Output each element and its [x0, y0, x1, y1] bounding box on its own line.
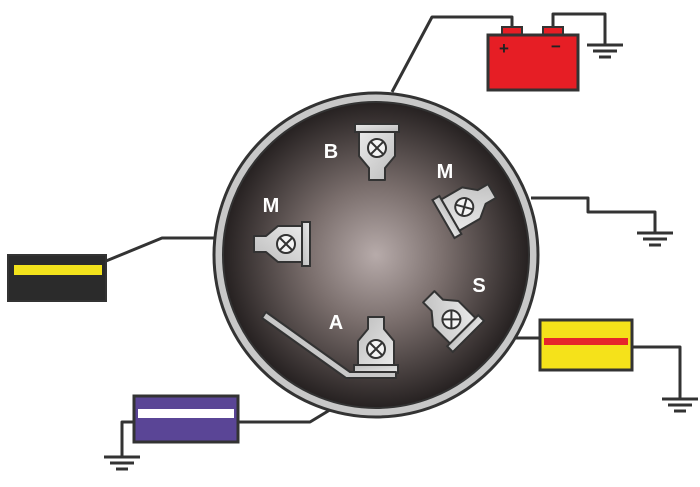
yellow-lead — [538, 318, 634, 372]
m-ground-icon — [635, 231, 675, 247]
battery: + − — [486, 26, 580, 92]
battery-positive-symbol: + — [499, 39, 509, 58]
ground-strap — [261, 311, 397, 379]
purple-ground-icon — [102, 455, 142, 471]
purple-lead — [132, 394, 240, 444]
label-terminal-a: A — [329, 312, 343, 334]
label-terminal-b: B — [324, 141, 338, 163]
purple-ground-wire — [120, 420, 134, 456]
label-terminal-m-right: M — [437, 161, 454, 183]
battery-negative-wire — [551, 12, 607, 44]
battery-positive-wire — [390, 15, 514, 93]
battery-negative-symbol: − — [551, 37, 561, 56]
battery-body — [486, 33, 580, 92]
black-lead-wire — [105, 236, 215, 263]
label-terminal-s: S — [472, 275, 485, 297]
yellow-ground-wire — [632, 345, 682, 398]
yellow-ground-icon — [660, 397, 700, 413]
m-right-wire — [531, 196, 657, 232]
label-terminal-m-left: M — [263, 195, 280, 217]
battery-ground-icon — [585, 43, 625, 59]
wires — [105, 12, 682, 456]
black-lead — [7, 254, 107, 302]
